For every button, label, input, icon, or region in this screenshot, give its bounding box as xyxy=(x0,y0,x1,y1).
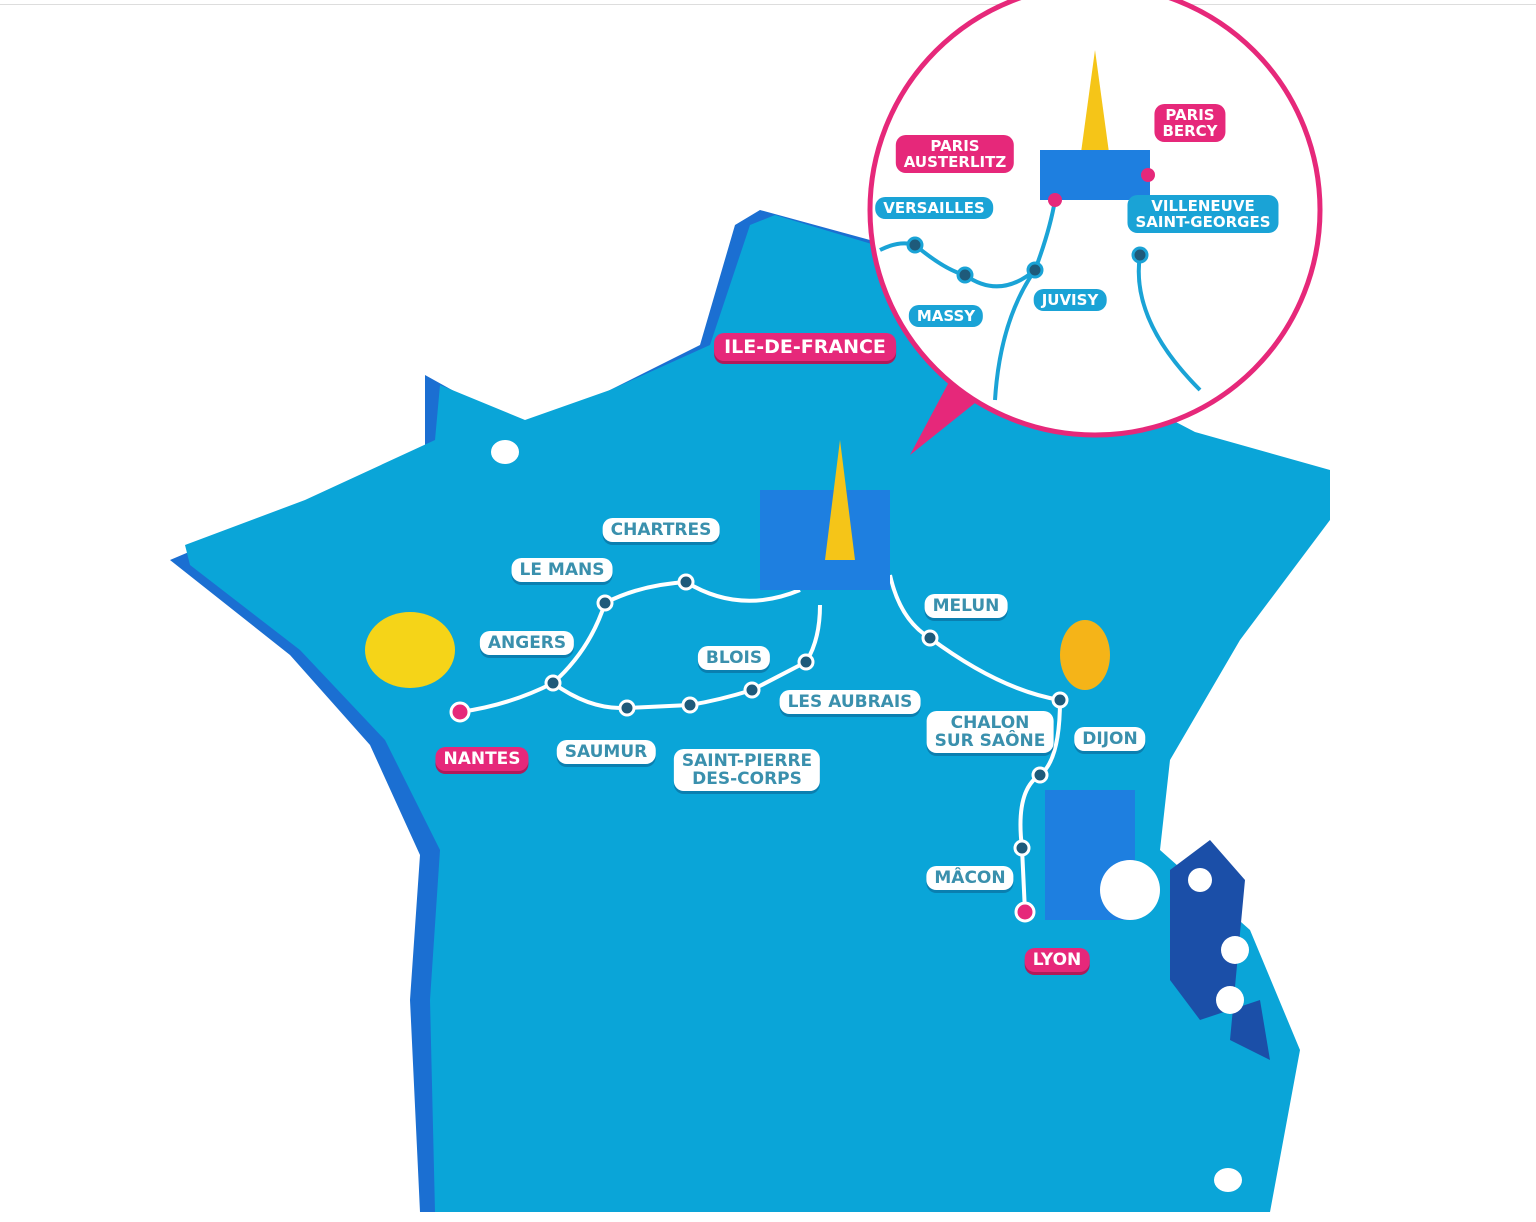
station-macon[interactable]: MÂCON xyxy=(926,866,1014,890)
station-melun[interactable]: MELUN xyxy=(924,594,1008,618)
owl-icon xyxy=(1060,620,1110,690)
station-chartres[interactable]: CHARTRES xyxy=(602,518,720,542)
lyon-building-icon xyxy=(1045,790,1160,920)
station-paris-austerlitz[interactable]: PARIS AUSTERLITZ xyxy=(895,135,1015,173)
region-label-ile-de-france: ILE-DE-FRANCE xyxy=(714,333,896,361)
station-paris-bercy[interactable]: PARIS BERCY xyxy=(1154,104,1226,142)
station-angers[interactable]: ANGERS xyxy=(479,631,575,655)
elephant-icon xyxy=(365,612,455,688)
station-lyon[interactable]: LYON xyxy=(1024,948,1090,972)
station-dijon[interactable]: DIJON xyxy=(1074,727,1146,751)
station-saumur[interactable]: SAUMUR xyxy=(556,740,656,764)
mountains xyxy=(1170,840,1270,1060)
paris-building-icon xyxy=(760,440,890,590)
station-le-mans[interactable]: LE MANS xyxy=(511,558,613,582)
station-dots xyxy=(544,573,1069,857)
station-nantes[interactable]: NANTES xyxy=(435,747,529,771)
station-les-aubrais[interactable]: LES AUBRAIS xyxy=(779,690,921,714)
station-villeneuve-saint-georges[interactable]: VILLENEUVE SAINT-GEORGES xyxy=(1127,195,1279,233)
station-blois[interactable]: BLOIS xyxy=(697,646,771,670)
lyon-terminus xyxy=(1014,901,1036,923)
seagull-icon xyxy=(491,440,1242,1192)
nantes-terminus xyxy=(449,701,471,723)
top-border xyxy=(0,4,1536,5)
station-versailles[interactable]: VERSAILLES xyxy=(875,197,993,219)
station-massy[interactable]: MASSY xyxy=(908,305,984,327)
station-juvisy[interactable]: JUVISY xyxy=(1033,289,1107,311)
station-saint-pierre-des-corps[interactable]: SAINT-PIERRE DES-CORPS xyxy=(673,749,821,791)
station-chalon-sur-saone[interactable]: CHALON SUR SAÔNE xyxy=(926,711,1054,753)
